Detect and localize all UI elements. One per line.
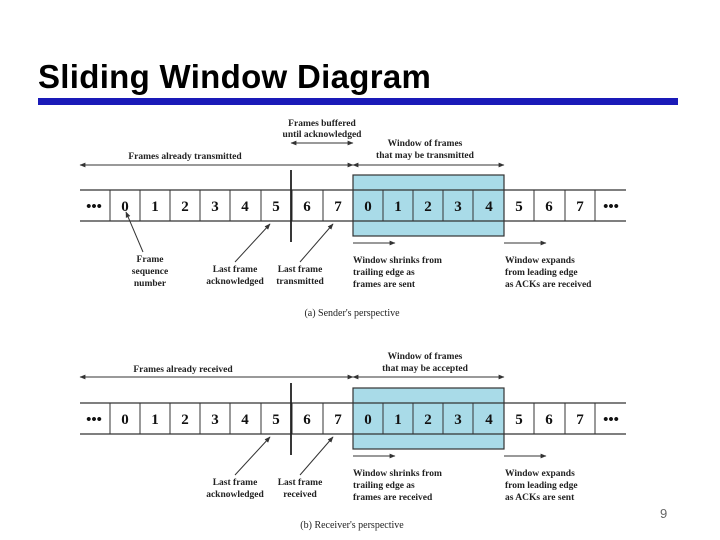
sender-last-tx-label: transmitted xyxy=(276,277,324,287)
sender-frame: 4 xyxy=(241,199,249,215)
receiver-frame: 7 xyxy=(334,412,342,428)
receiver-frame-numbers: 0 1 2 3 4 5 6 7 0 1 2 3 4 5 6 7 xyxy=(121,412,584,428)
sender-panel: ••• ••• 0 1 2 3 4 5 6 7 0 1 2 3 4 5 6 7 … xyxy=(79,119,626,319)
sender-seq-label: sequence xyxy=(132,267,168,277)
sender-tx-pointer xyxy=(299,223,334,263)
sender-window-label: Window of frames xyxy=(388,139,463,149)
sender-shrink-label: Window shrinks from xyxy=(353,256,442,266)
sender-seq-label: number xyxy=(134,279,167,289)
receiver-rx-pointer xyxy=(299,436,334,476)
receiver-frame: 0 xyxy=(121,412,129,428)
receiver-frame: 2 xyxy=(424,412,432,428)
sender-frame: 5 xyxy=(272,199,280,215)
sender-caption: (a) Sender's perspective xyxy=(304,308,400,319)
receiver-frame: 5 xyxy=(515,412,523,428)
sender-ellipsis-right: ••• xyxy=(603,199,619,215)
receiver-last-rx-label: Last frame xyxy=(278,478,323,488)
receiver-ellipsis-left: ••• xyxy=(86,412,102,428)
receiver-expand-label: from leading edge xyxy=(505,481,578,491)
receiver-frame: 6 xyxy=(545,412,553,428)
receiver-frame: 0 xyxy=(364,412,372,428)
receiver-panel: ••• ••• 0 1 2 3 4 5 6 7 0 1 2 3 4 5 6 7 … xyxy=(79,352,626,531)
sender-frame: 7 xyxy=(576,199,584,215)
sender-frame: 1 xyxy=(394,199,402,215)
sender-buffered-label: Frames buffered xyxy=(288,119,356,129)
receiver-window-label: Window of frames xyxy=(388,352,463,362)
sender-frame: 0 xyxy=(364,199,372,215)
receiver-cell-dividers xyxy=(109,403,596,434)
receiver-shrink-label: trailing edge as xyxy=(353,481,415,491)
receiver-frame: 7 xyxy=(576,412,584,428)
sender-expand-label: Window expands xyxy=(505,256,575,266)
sender-last-tx-label: Last frame xyxy=(278,265,323,275)
sender-cell-dividers xyxy=(109,190,596,221)
sender-frame: 6 xyxy=(303,199,311,215)
sender-window-box xyxy=(352,174,505,237)
receiver-window-label: that may be accepted xyxy=(382,364,468,374)
receiver-frame: 4 xyxy=(485,412,493,428)
sender-seq-label: Frame xyxy=(137,255,164,265)
receiver-window-box xyxy=(352,387,505,450)
sender-window-label: that may be transmitted xyxy=(376,151,475,161)
page-number: 9 xyxy=(660,506,668,521)
sender-frame: 3 xyxy=(454,199,462,215)
receiver-expand-label: Window expands xyxy=(505,469,575,479)
receiver-frame: 1 xyxy=(151,412,159,428)
receiver-received-label: Frames already received xyxy=(133,365,233,375)
receiver-last-rx-label: received xyxy=(283,490,317,500)
sender-ack-pointer xyxy=(234,223,271,263)
receiver-frame: 3 xyxy=(454,412,462,428)
sender-last-ack-label: acknowledged xyxy=(206,277,264,287)
sender-frame: 2 xyxy=(181,199,189,215)
sender-frame: 1 xyxy=(151,199,159,215)
sender-last-ack-label: Last frame xyxy=(213,265,258,275)
sender-shrink-label: trailing edge as xyxy=(353,268,415,278)
receiver-frame: 6 xyxy=(303,412,311,428)
receiver-frame: 5 xyxy=(272,412,280,428)
receiver-shrink-label: frames are received xyxy=(353,493,433,503)
receiver-last-ack-label: acknowledged xyxy=(206,490,264,500)
sender-transmitted-label: Frames already transmitted xyxy=(128,152,242,162)
receiver-frame: 2 xyxy=(181,412,189,428)
receiver-frame: 3 xyxy=(211,412,219,428)
sender-buffered-label: until acknowledged xyxy=(283,130,363,140)
sender-expand-label: as ACKs are received xyxy=(505,280,592,290)
receiver-caption: (b) Receiver's perspective xyxy=(300,520,404,531)
receiver-last-ack-label: Last frame xyxy=(213,478,258,488)
title-rule xyxy=(38,98,678,105)
receiver-shrink-label: Window shrinks from xyxy=(353,469,442,479)
sender-frame: 7 xyxy=(334,199,342,215)
sender-frame: 4 xyxy=(485,199,493,215)
sender-frame-numbers: 0 1 2 3 4 5 6 7 0 1 2 3 4 5 6 7 xyxy=(121,199,584,215)
sender-frame: 2 xyxy=(424,199,432,215)
sender-frame: 3 xyxy=(211,199,219,215)
sender-frame: 0 xyxy=(121,199,129,215)
sender-shrink-label: frames are sent xyxy=(353,280,416,290)
sender-ellipsis-left: ••• xyxy=(86,199,102,215)
sender-seq-pointer xyxy=(125,211,144,253)
sender-frame: 6 xyxy=(545,199,553,215)
receiver-ack-pointer xyxy=(234,436,271,476)
sender-expand-label: from leading edge xyxy=(505,268,578,278)
slide-title: Sliding Window Diagram xyxy=(38,58,432,95)
receiver-expand-label: as ACKs are sent xyxy=(505,493,575,503)
sender-frame: 5 xyxy=(515,199,523,215)
receiver-frame: 4 xyxy=(241,412,249,428)
receiver-frame: 1 xyxy=(394,412,402,428)
receiver-ellipsis-right: ••• xyxy=(603,412,619,428)
